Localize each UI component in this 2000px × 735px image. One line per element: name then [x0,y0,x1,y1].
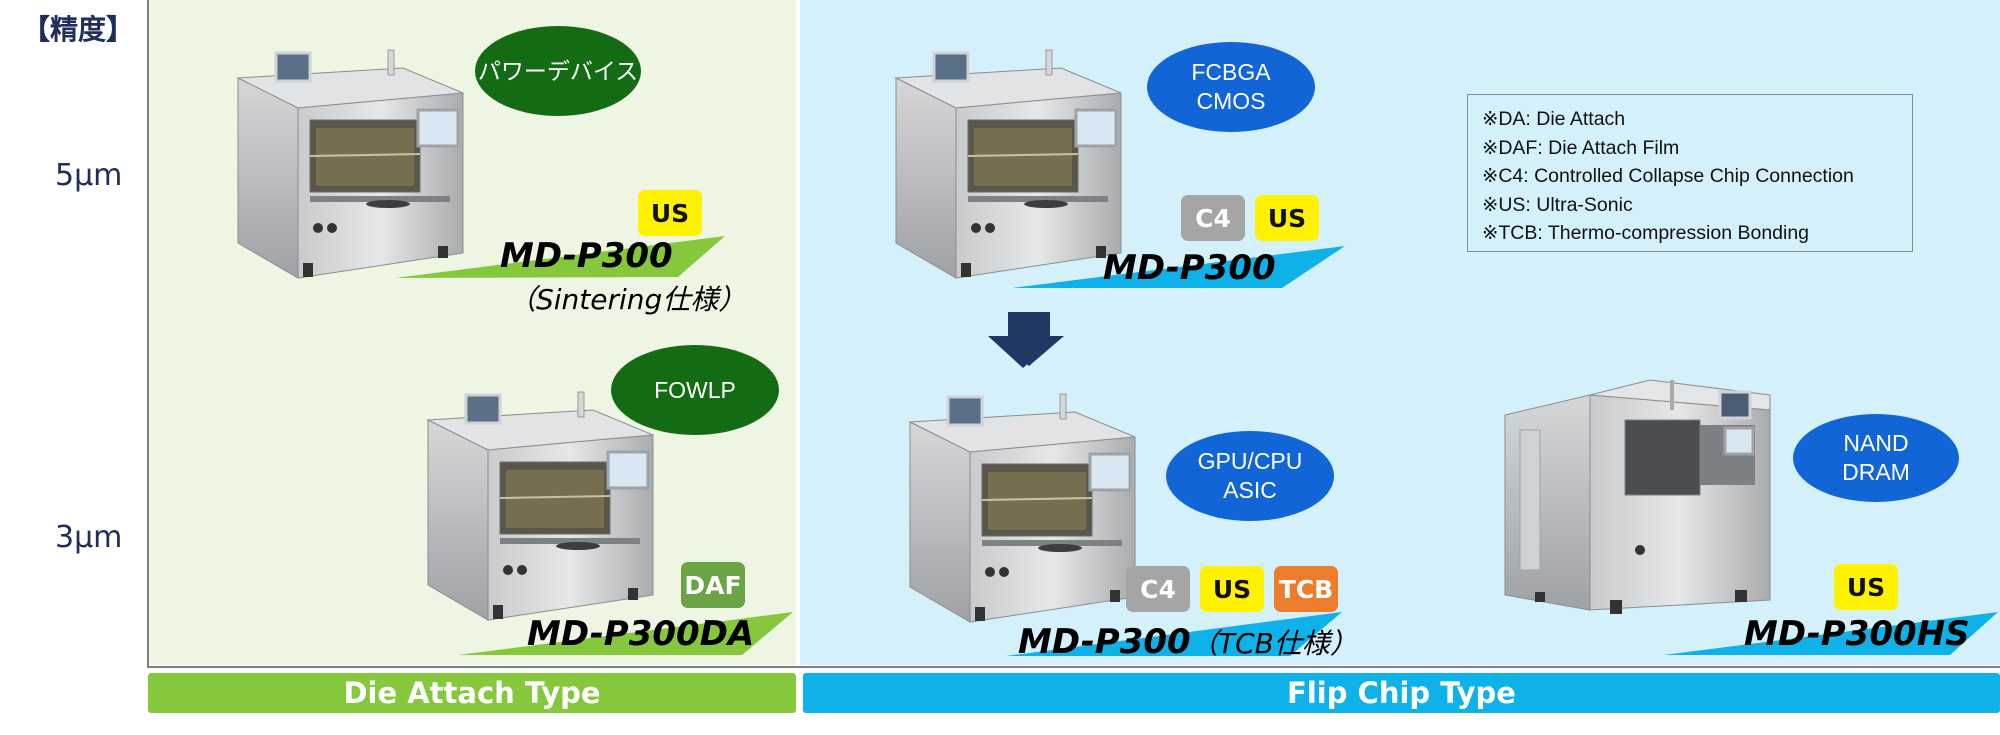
badge-tcb: TCB [1274,566,1338,612]
machine-sintering-image [236,48,465,280]
badge-c4: C4 [1126,566,1190,612]
machine-tcb-image [908,392,1137,624]
machine-daf-image [426,390,655,622]
application-label: GPU/CPU [1197,448,1303,474]
legend-item: ※DA: Die Attach [1482,108,1626,130]
legend-item: ※DAF: Die Attach Film [1482,136,1680,159]
badge-c4: C4 [1181,195,1245,241]
x-axis-line [147,666,2000,668]
model-label-hs: MD-P300HS [1744,614,1970,654]
application-label: FOWLP [654,376,736,403]
spec-label-tcb: （TCB仕様） [1190,627,1358,660]
y-label-5um: 5μm [55,158,123,193]
swoosh-tcb [1006,612,1342,656]
application-ellipse-tcb: GPU/CPU ASIC [1166,431,1334,521]
badge-us: US [1200,566,1264,612]
abbreviation-legend: ※DA: Die Attach ※DAF: Die Attach Film ※C… [1467,94,1913,252]
y-label-3um: 3μm [55,520,123,555]
application-label: NAND [1843,430,1909,456]
flip-chip-type-bar: Flip Chip Type [803,673,2000,713]
swoosh-daf [458,612,793,655]
legend-item: ※TCB: Thermo-compression Bonding [1482,222,1810,244]
badge-us: US [638,190,702,236]
model-label-sintering: MD-P300 [500,236,673,276]
machine-hs-image [1504,379,1771,614]
machine-fcbga-image [894,48,1123,280]
model-label-tcb: MD-P300 [1018,622,1191,662]
die-attach-type-bar: Die Attach Type [148,673,796,713]
model-label-fcbga: MD-P300 [1103,248,1276,288]
swoosh-fcbga [1012,246,1345,288]
model-label-daf: MD-P300DA [527,614,755,654]
precision-title: 【精度】 [22,13,135,46]
application-ellipse-sintering: パワーデバイス [475,26,641,116]
application-label: ASIC [1223,477,1277,503]
application-label: CMOS [1196,88,1266,114]
swoosh-hs [1664,612,1998,655]
application-label: FCBGA [1191,59,1271,85]
application-ellipse-fcbga: FCBGA CMOS [1147,42,1315,132]
legend-item: ※C4: Controlled Collapse Chip Connection [1482,165,1854,187]
swoosh-sintering [395,236,725,278]
badge-daf: DAF [681,562,745,608]
spec-label-sintering: （Sintering仕様） [508,283,747,316]
badge-us: US [1834,564,1898,610]
application-label: パワーデバイス [477,57,639,84]
application-label: DRAM [1842,459,1910,485]
badge-us: US [1255,195,1319,241]
legend-item: ※US: Ultra-Sonic [1482,193,1633,216]
application-ellipse-daf: FOWLP [611,345,779,435]
application-ellipse-hs: NAND DRAM [1793,414,1959,502]
y-axis-line [147,0,149,668]
